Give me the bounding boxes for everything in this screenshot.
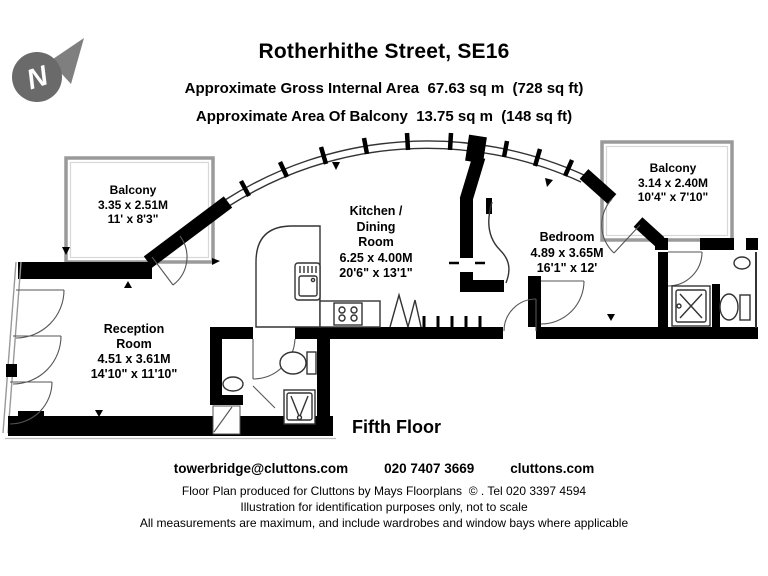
window-tick: [545, 178, 553, 187]
basin: [733, 256, 751, 270]
hall-wardrobe: [389, 292, 482, 328]
curved-hall-wall: [488, 201, 510, 284]
room-label-bedroom: Bedroom 4.89 x 3.65M 16'1" x 12': [530, 230, 604, 275]
bathroom-right: [671, 256, 751, 327]
basin: [222, 376, 244, 392]
disclaimer-line-2: All measurements are maximum, and includ…: [139, 516, 629, 530]
kitchen-counter: [255, 225, 381, 328]
bathroom-middle: [222, 351, 317, 425]
room-label-balcony-right: Balcony 3.14 x 2.40M 10'4" x 7'10": [637, 161, 709, 204]
sink: [294, 262, 321, 301]
gross-internal-area-line: Approximate Gross Internal Area 67.63 sq…: [184, 80, 584, 97]
walls: [2, 134, 758, 440]
curved-window-wall: [224, 132, 585, 207]
contact-phone: 020 7407 3669: [384, 461, 475, 476]
balcony-area-line: Approximate Area Of Balcony 13.75 sq m (…: [195, 108, 573, 125]
toilet: [719, 293, 751, 321]
window-tick: [332, 162, 340, 170]
north-arrow-icon: N: [12, 38, 84, 102]
shower: [671, 285, 711, 327]
contact-row: towerbridge@cluttons.com 020 7407 3669 c…: [0, 461, 768, 476]
door-swings: [9, 198, 703, 435]
shower: [283, 389, 316, 425]
floor-label: Fifth Floor: [352, 417, 441, 437]
room-label-balcony-left: Balcony 3.35 x 2.51M 11' x 8'3": [97, 183, 169, 226]
contact-email: towerbridge@cluttons.com: [173, 461, 349, 476]
room-label-reception: Reception Room 4.51 x 3.61M 14'10" x 11'…: [90, 322, 178, 381]
page-title: Rotherhithe Street, SE16: [258, 40, 510, 63]
contact-website: cluttons.com: [510, 461, 595, 476]
hob: [333, 302, 363, 326]
room-label-kitchen: Kitchen / Dining Room 6.25 x 4.00M 20'6"…: [339, 204, 413, 280]
credit-line: Floor Plan produced for Cluttons by Mays…: [181, 484, 587, 498]
toilet: [279, 351, 317, 375]
disclaimer-line-1: Illustration for identification purposes…: [240, 500, 528, 514]
window-mullions: [239, 132, 575, 198]
